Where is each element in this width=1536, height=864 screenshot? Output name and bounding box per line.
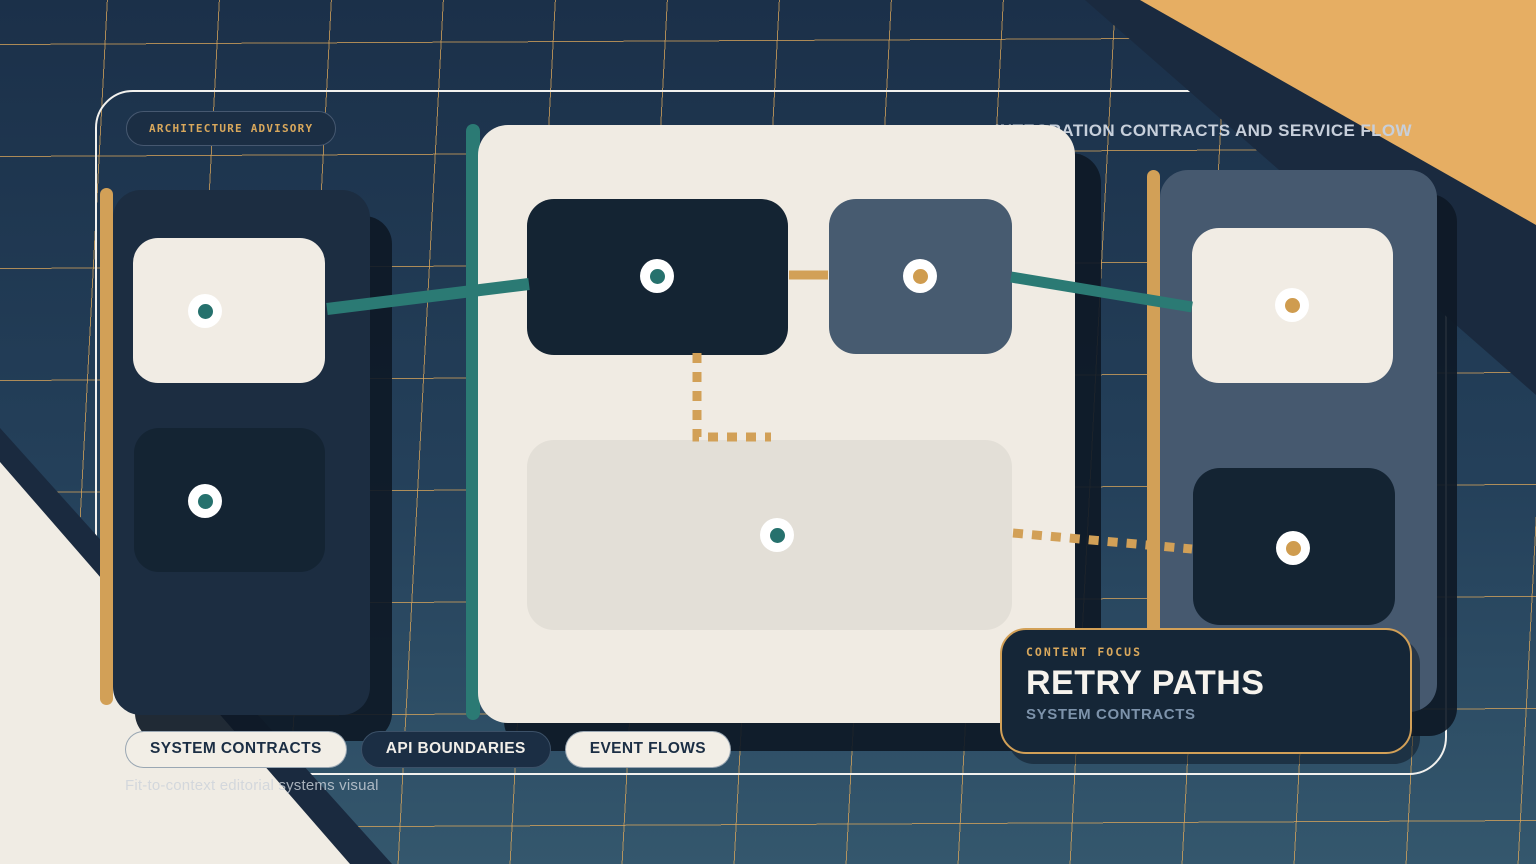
content-focus-eyebrow: CONTENT FOCUS <box>1026 645 1143 659</box>
architecture-advisory-badge: ARCHITECTURE ADVISORY <box>126 111 337 146</box>
content-focus-subtitle: SYSTEM CONTRACTS <box>1026 706 1196 723</box>
center-gray-node-dot <box>760 518 794 552</box>
left-bottom-node-dot <box>188 484 222 518</box>
tab-event-flows[interactable]: EVENT FLOWS <box>564 731 732 768</box>
right-top-node-dot <box>1275 288 1309 322</box>
center-dark-node-dot <box>640 259 674 293</box>
tab-bar: SYSTEM CONTRACTS API BOUNDARIES EVENT FL… <box>125 731 732 768</box>
footer-caption: Fit-to-context editorial systems visual <box>125 777 379 794</box>
right-rail-accent-bar <box>1147 170 1160 663</box>
tab-api-boundaries[interactable]: API BOUNDARIES <box>360 731 551 768</box>
frame-border <box>95 90 1447 775</box>
center-slate-node-dot <box>903 259 937 293</box>
content-focus-card: CONTENT FOCUS RETRY PATHS SYSTEM CONTRAC… <box>1000 628 1412 754</box>
left-rail-accent-bar <box>100 188 113 705</box>
left-top-node-dot <box>188 294 222 328</box>
right-bottom-node-dot <box>1276 531 1310 565</box>
left-top-node[interactable] <box>133 238 325 383</box>
content-focus-title: RETRY PATHS <box>1026 664 1265 702</box>
page-title: INTEGRATION CONTRACTS AND SERVICE FLOW <box>994 121 1412 140</box>
center-canvas-accent-bar <box>466 124 480 720</box>
badge-label: ARCHITECTURE ADVISORY <box>149 122 314 135</box>
tab-system-contracts[interactable]: SYSTEM CONTRACTS <box>125 731 347 768</box>
left-bottom-node[interactable] <box>134 428 325 572</box>
